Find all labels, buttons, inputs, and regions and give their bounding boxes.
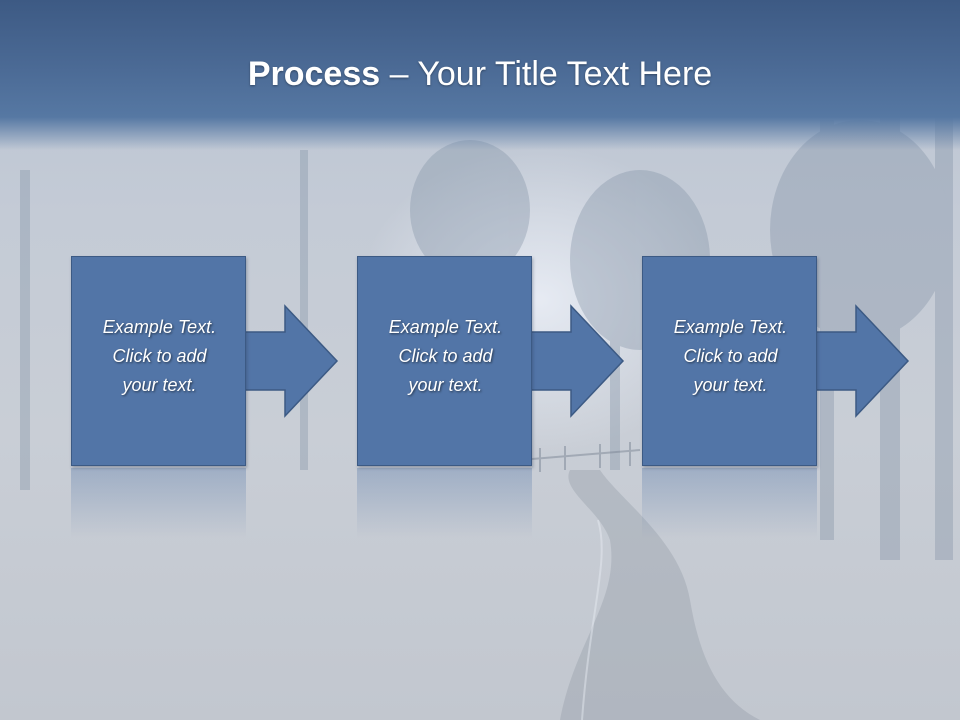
title-band xyxy=(0,0,960,150)
step-2-text[interactable]: Example Text. Click to add your text. xyxy=(388,317,503,395)
title-bold: Process xyxy=(247,55,381,93)
right-arrow-icon xyxy=(528,304,625,418)
process-step-2[interactable]: Example Text. Click to add your text. xyxy=(357,256,532,466)
right-arrow-icon xyxy=(813,304,910,418)
process-step-3[interactable]: Example Text. Click to add your text. xyxy=(642,256,817,466)
step-1-text[interactable]: Example Text. Click to add your text. xyxy=(102,317,217,395)
step-3-text[interactable]: Example Text. Click to add your text. xyxy=(673,317,788,395)
title-rest: – Your Title Text Here xyxy=(380,55,713,93)
right-arrow-icon xyxy=(242,304,339,418)
process-step-1[interactable]: Example Text. Click to add your text. xyxy=(71,256,246,466)
step-1-reflection xyxy=(71,468,246,538)
step-3-reflection xyxy=(642,468,817,538)
step-2-reflection xyxy=(357,468,532,538)
slide-title[interactable]: Process – Your Title Text Here xyxy=(0,52,960,96)
